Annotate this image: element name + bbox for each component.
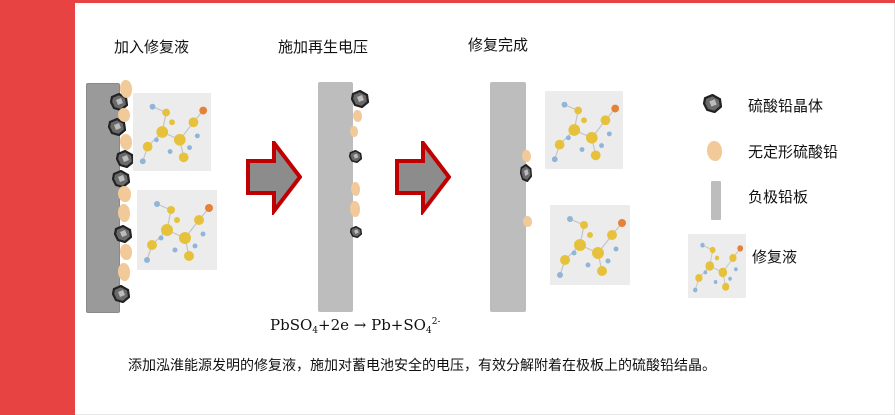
equation-part1: PbSO [270, 316, 313, 334]
right-arrow-icon [395, 141, 451, 213]
equation-sub1: 4 [312, 326, 319, 336]
repair-liquid-image [137, 189, 217, 271]
legend-label-crystal: 硫酸铅晶体 [748, 97, 824, 115]
negative-plate-step3 [490, 82, 526, 312]
amorphous-sulfate [120, 80, 132, 98]
red-side-bar [0, 0, 75, 415]
red-top-line [75, 0, 895, 3]
reaction-equation: PbSO4+2e → Pb+SO42- [270, 316, 440, 336]
amorphous-sulfate [522, 150, 531, 162]
legend-liquid-icon [688, 234, 746, 298]
crystal-icon [116, 150, 134, 168]
legend-label-plate: 负极铅板 [748, 188, 809, 206]
caption-text: 添加泓淮能源发明的修复液，施加对蓄电池安全的电压，有效分解附着在极板上的硫酸铅结… [128, 358, 716, 374]
step-label-add-liquid: 加入修复液 [114, 38, 190, 56]
equation-part2: +2e → Pb+SO [318, 316, 426, 334]
repair-liquid-image [133, 92, 211, 172]
crystal-icon [350, 226, 362, 238]
amorphous-sulfate [118, 204, 130, 222]
legend-crystal-icon [703, 94, 722, 113]
right-arrow-icon [246, 141, 302, 213]
crystal-icon [112, 170, 130, 188]
crystal-icon [520, 164, 532, 182]
legend-plate-icon [711, 181, 721, 220]
amorphous-sulfate [120, 134, 132, 150]
step-label-repair-done: 修复完成 [468, 36, 529, 54]
crystal-icon [114, 225, 132, 243]
legend-label-amorphous: 无定形硫酸铅 [748, 143, 839, 161]
amorphous-sulfate [120, 244, 132, 260]
equation-sub2: 4 [425, 326, 432, 336]
amorphous-sulfate [351, 182, 360, 196]
crystal-icon [112, 285, 130, 303]
crystal-icon [351, 90, 369, 108]
legend-amorphous-icon [707, 141, 722, 161]
repair-liquid-image [545, 90, 623, 170]
repair-liquid-image [550, 204, 630, 286]
step-label-apply-voltage: 施加再生电压 [278, 38, 369, 56]
equation-sup2: 2- [431, 317, 441, 327]
amorphous-sulfate [350, 201, 360, 217]
amorphous-sulfate [350, 126, 358, 137]
amorphous-sulfate [353, 110, 362, 122]
amorphous-sulfate [523, 216, 532, 227]
amorphous-sulfate [118, 186, 131, 202]
negative-plate-step2 [318, 82, 353, 312]
amorphous-sulfate [118, 263, 130, 281]
amorphous-sulfate [118, 108, 130, 122]
crystal-icon [349, 150, 362, 163]
legend-label-liquid: 修复液 [752, 248, 798, 266]
